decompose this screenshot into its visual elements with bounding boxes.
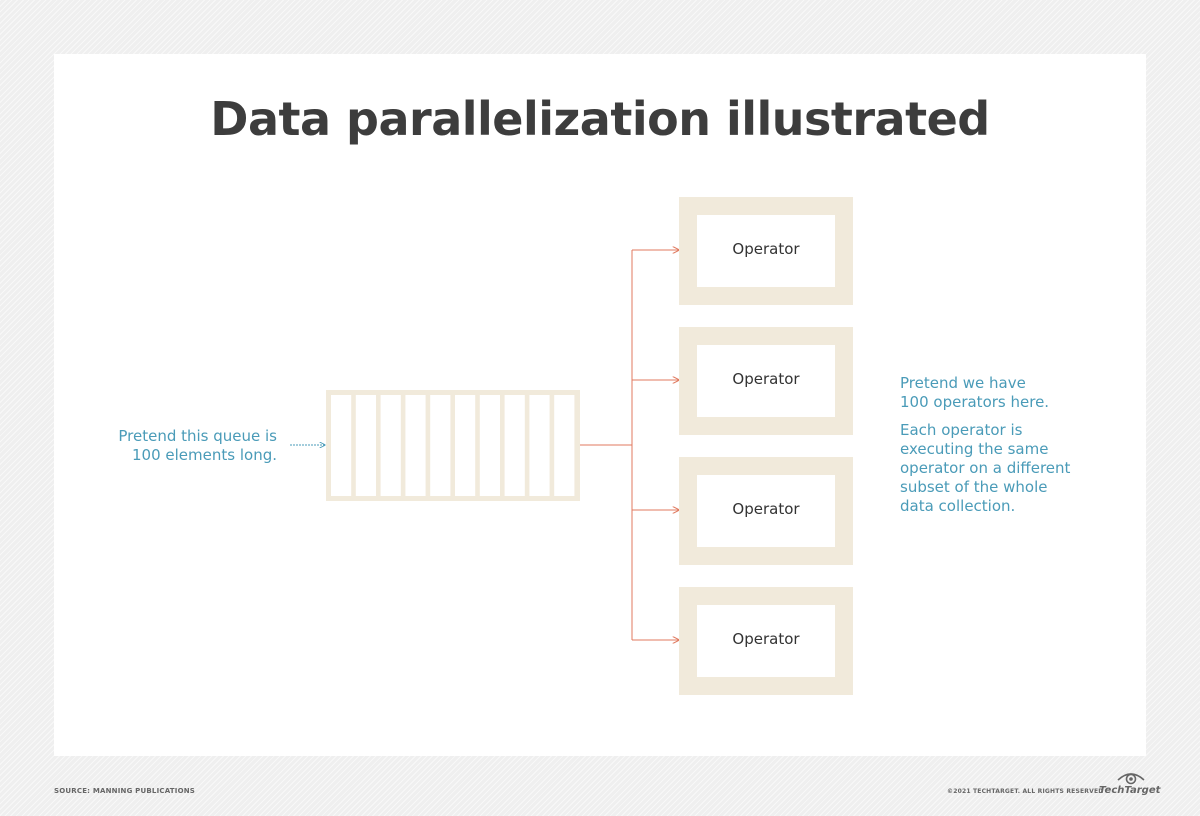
operator-box-1	[679, 197, 853, 305]
queue-slot	[331, 395, 352, 496]
operator-box-3	[679, 457, 853, 565]
operator-label-3: Operator	[732, 500, 800, 518]
operator-box-2	[679, 327, 853, 435]
queue-slot	[380, 395, 401, 496]
page-title: Data parallelization illustrated	[210, 92, 990, 146]
queue-slot	[504, 395, 525, 496]
queue-slot	[405, 395, 426, 496]
brand-name: TechTarget	[1099, 785, 1161, 796]
queue-slot	[430, 395, 451, 496]
operator-count-note: Pretend we have 100 operators here.	[900, 374, 1050, 411]
source-credit: SOURCE: MANNING PUBLICATIONS	[54, 787, 196, 795]
queue-slot	[455, 395, 476, 496]
queue-slot	[529, 395, 550, 496]
operator-label-4: Operator	[732, 630, 800, 648]
operator-box-4	[679, 587, 853, 695]
operator-label-2: Operator	[732, 370, 800, 388]
copyright-notice: ©2021 TECHTARGET. ALL RIGHTS RESERVED	[947, 788, 1104, 795]
diagram-card	[54, 54, 1146, 756]
queue-note: Pretend this queue is 100 elements long.	[118, 427, 277, 464]
queue-slot	[355, 395, 376, 496]
queue-slots	[331, 395, 575, 496]
queue	[326, 390, 580, 501]
operator-label-1: Operator	[732, 240, 800, 258]
connector-tree	[580, 250, 679, 640]
queue-slot	[479, 395, 500, 496]
operator-subset-note: Each operator is executing the same oper…	[900, 421, 1071, 515]
queue-slot	[554, 395, 575, 496]
eye-logo-icon	[1117, 773, 1145, 785]
